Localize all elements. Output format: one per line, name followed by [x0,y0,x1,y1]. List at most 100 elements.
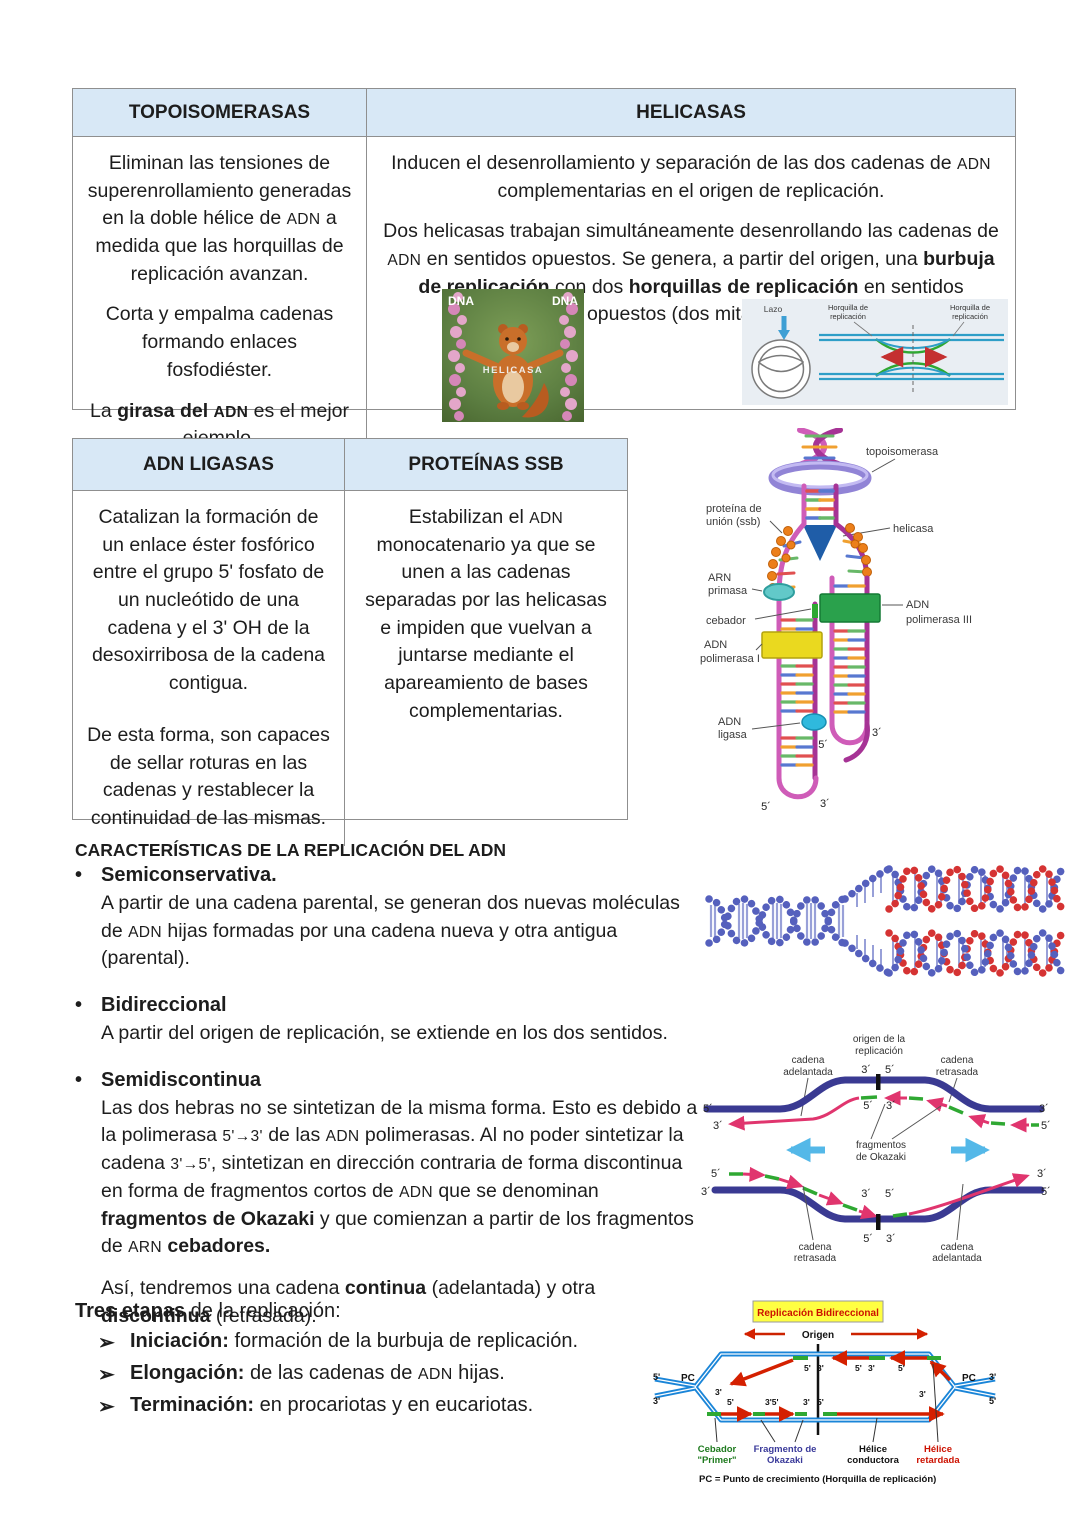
bidi-title: Replicación Bidireccional [757,1308,879,1319]
replication-bubble-diagram: Lazo [742,299,1008,405]
etapa-terminacion: ➢ Terminación: en procariotas y en eucar… [98,1394,635,1419]
etapa-text: Iniciación: formación de la burbuja de r… [130,1330,578,1352]
svg-text:replicación: replicación [855,1046,903,1057]
helicase-triangle [803,525,837,561]
left-ladder [776,593,819,800]
tres-etapas-section: Tres etapas de la replicación: ➢ Iniciac… [75,1300,635,1426]
prime-label: 3´ [713,1120,723,1132]
flower-stalk-left [448,292,467,421]
prime-label: 5' [989,1396,996,1406]
pc-footnote: PC = Punto de crecimiento (Horquilla de … [699,1474,936,1485]
title-banner [752,1300,884,1323]
bullet-semidiscontinua: • Semidiscontinua Las dos hebras no se s… [75,1069,703,1342]
prime-label: 5´ [711,1168,721,1180]
prime-label: 3´ [1037,1168,1047,1180]
dna-polymerase-3-box [819,593,881,623]
meme-dna-label-left: DNA [448,294,474,308]
squirrel-illustration [462,324,564,418]
svg-text:polimerasa III: polimerasa III [906,614,972,626]
table2-cell-ligasas: Catalizan la formación de un enlace éste… [73,491,345,846]
prime-label: 5´ [863,1233,873,1245]
svg-text:de Okazaki: de Okazaki [856,1152,906,1163]
svg-text:proteína de: proteína de [706,503,762,515]
etapa-elongacion: ➢ Elongación: de las cadenas de ADN hija… [98,1362,635,1387]
fork-label-right: Horquilla de replicación [950,303,990,337]
svg-text:unión (ssb): unión (ssb) [706,516,760,528]
prime-label: 5´ [1041,1186,1051,1198]
svg-text:ADN: ADN [718,716,741,728]
flower-stalk-right [559,292,578,421]
svg-text:cadena: cadena [941,1055,974,1066]
arrow-bullet-icon: ➢ [98,1332,115,1354]
prime-label: 3´ [886,1100,896,1112]
svg-text:Fragmento de: Fragmento de [754,1444,817,1455]
prime-label: 3' [803,1397,810,1407]
prime-label: 3´ [886,1233,896,1245]
ssb-label: proteína de unión (ssb) [706,503,783,534]
prime-label: 3' [715,1387,722,1397]
topo-paragraph-1: Eliminan las tensiones de superenrollami… [87,152,352,285]
meme-dna-label-right: DNA [552,294,578,308]
bullet-title: Semidiscontinua [101,1068,262,1091]
arn-primasa-label: ARN primasa [708,572,763,597]
bullet-bidireccional: • Bidireccional A partir del origen de r… [75,994,703,1059]
svg-text:retrasada: retrasada [936,1067,979,1078]
svg-text:conductora: conductora [847,1455,899,1466]
svg-text:ARN: ARN [708,572,731,584]
prime-label: 5´ [703,1103,713,1115]
svg-text:polimerasa I: polimerasa I [700,653,760,665]
prime-label: 3' [989,1372,996,1382]
svg-text:retrasada: retrasada [794,1253,837,1263]
cadena-retrasada-label-bottom: cadena retrasada [794,1185,837,1263]
cebador-pointer-line [754,608,812,620]
caracteristicas-heading: CARACTERÍSTICAS DE LA REPLICACIÓN DEL AD… [75,840,507,860]
prime-label: 5' [727,1397,734,1407]
bullet-marker: • [75,994,83,1017]
bidirectional-replication-diagram: Replicación Bidireccional Origen [653,1300,996,1485]
svg-text:adelantada: adelantada [783,1067,833,1078]
svg-text:primasa: primasa [708,585,748,597]
semiconservative-helix-image [705,865,1069,977]
daughter-helix-top [885,865,1069,913]
prime-label: 3'5' [765,1397,779,1407]
bullet-marker: • [75,864,83,886]
bullet-body: Las dos hebras no se sintetizan de la mi… [101,1096,698,1258]
table-enzymes-1: TOPOISOMERASAS HELICASAS Eliminan las te… [72,88,1016,466]
topo-paragraph-2: Corta y empalma cadenas formando enlaces… [105,303,334,381]
helicasa-paragraph-2: Dos helicasas trabajan simultáneamente d… [383,220,999,326]
etapa-iniciacion: ➢ Iniciación: formación de la burbuja de… [98,1330,635,1355]
bullet-marker: • [75,1068,83,1091]
topoisomerasa-pointer-line [871,458,896,473]
daughter-helix-bottom [885,929,1069,977]
top-helix-illustration [797,428,843,467]
prime-label: 3´ [861,1188,871,1200]
ligasa-paragraph-2: De esta forma, son capaces de sellar rot… [87,723,330,829]
caption-cebador: Cebador "Primer" [697,1444,736,1466]
bullet-semiconservativa: • Semiconservativa. A partir de una cade… [75,864,703,984]
parental-strand-top [703,1076,1045,1113]
svg-text:cadena: cadena [792,1055,825,1066]
table2-cell-ssb: Estabilizan el ADN monocatenario ya que … [345,491,627,846]
prime-label: 3' [919,1389,926,1399]
cadena-adelantada-label-bottom: cadena adelantada [932,1183,982,1263]
table1-header-helicasas: HELICASAS [367,89,1015,137]
helicasa-label: helicasa [893,523,934,535]
table1-cell-topoisomerasas: Eliminan las tensiones de superenrollami… [73,137,367,466]
caption-pointer-lines [714,1363,939,1443]
caracteristicas-list: • Semiconservativa. A partir de una cade… [75,864,703,1351]
lazo-label: Lazo [764,304,783,314]
bullet-body: A partir de una cadena parental, se gene… [101,892,680,970]
prime-label: 5' [653,1372,660,1382]
prime-label: 5' [898,1363,905,1373]
prime-label: 5' [804,1363,811,1373]
dna-ligase-blob [801,713,827,731]
prime-label: 3´ [701,1186,711,1198]
table2-header-ligasas: ADN LIGASAS [73,439,345,491]
prime-label: 3' [653,1396,660,1406]
arn-primase-ring [763,583,795,601]
fork-transition [841,865,893,977]
etapa-text: Terminación: en procariotas y en eucario… [130,1394,534,1416]
parental-helix [705,895,849,947]
svg-text:Horquilla de: Horquilla de [828,303,868,312]
pol3-label: ADN polimerasa III [882,599,972,626]
